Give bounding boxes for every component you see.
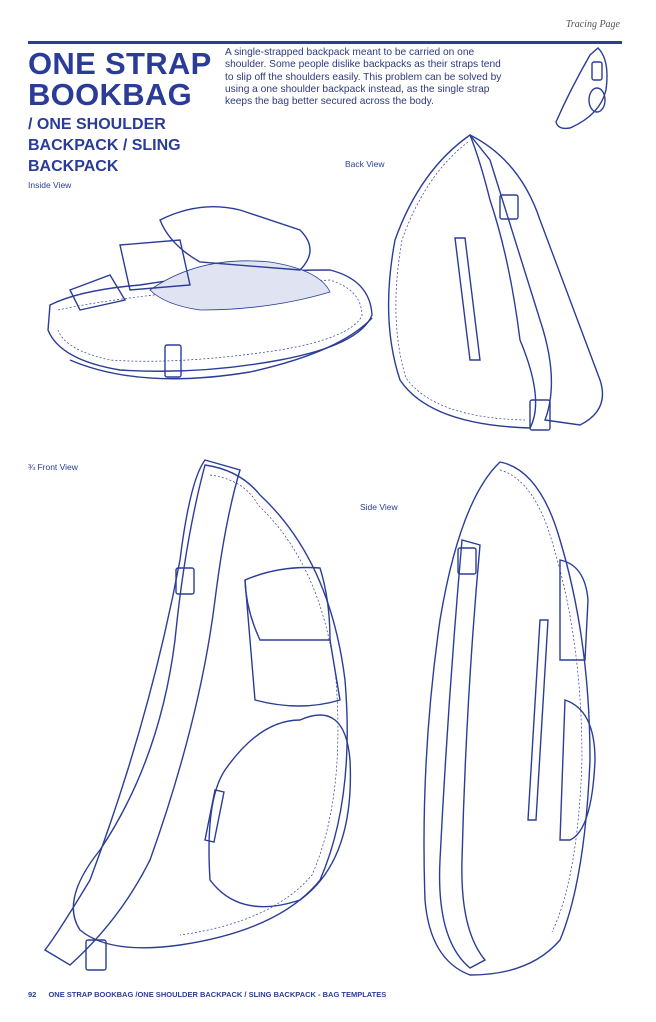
inside-view-illustration <box>47 206 373 380</box>
page-number: 92 <box>28 990 37 999</box>
thumbnail-illustration <box>555 47 608 130</box>
subtitle-line: BACKPACK <box>28 158 119 175</box>
running-head: Tracing Page <box>565 19 620 30</box>
header-rule <box>28 41 622 44</box>
page-footer: 92 ONE STRAP BOOKBAG /ONE SHOULDER BACKP… <box>28 990 396 999</box>
title-line: BOOKBAG <box>28 77 192 112</box>
page-subtitle: / ONE SHOULDER BACKPACK / SLING BACKPACK <box>28 114 208 177</box>
page-title: ONE STRAP BOOKBAG <box>28 48 212 110</box>
inside-view-label: Inside View <box>28 180 72 190</box>
side-view-label: Side View <box>360 502 398 512</box>
back-view-illustration <box>387 133 604 431</box>
subtitle-line: BACKPACK / SLING <box>28 137 181 154</box>
subtitle-line: / ONE SHOULDER <box>28 116 166 133</box>
description: A single-strapped backpack meant to be c… <box>225 47 502 108</box>
title-line: ONE STRAP <box>28 46 212 81</box>
side-view-illustration <box>423 461 596 976</box>
front-view-label: ¾ Front View <box>28 462 78 472</box>
front-view-illustration <box>43 459 352 971</box>
back-view-label: Back View <box>345 159 385 169</box>
footer-text: ONE STRAP BOOKBAG /ONE SHOULDER BACKPACK… <box>48 990 387 999</box>
